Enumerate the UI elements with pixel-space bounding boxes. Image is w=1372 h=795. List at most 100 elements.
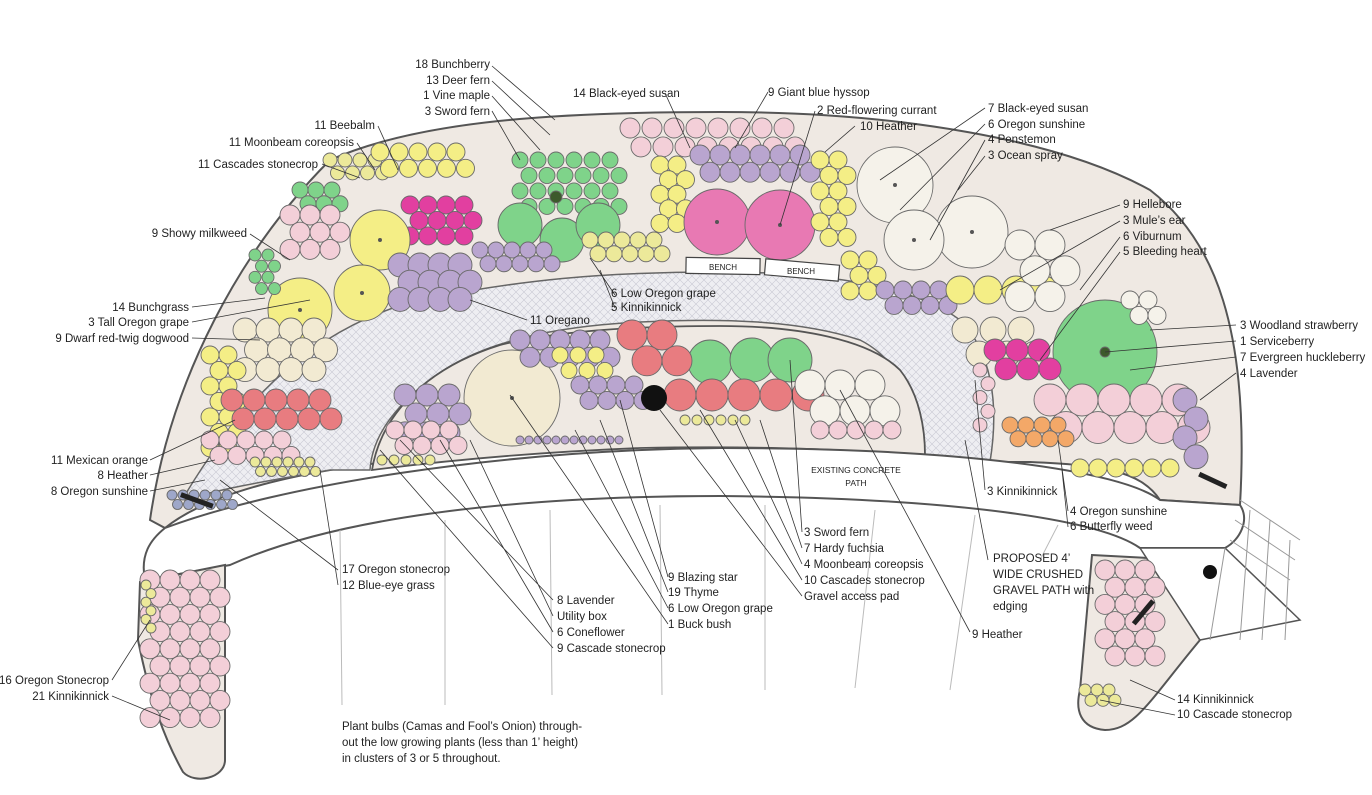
label-showy-milkweed: 9 Showy milkweed (152, 228, 247, 240)
kinnikinnick-left-leg-symbol (139, 707, 161, 729)
label-gravel-pad: Gravel access pad (804, 591, 899, 603)
thyme-symbol (560, 435, 570, 445)
moonbeam-coreopsis-symbol (437, 158, 456, 178)
butterfly-weed-symbol (1057, 430, 1075, 448)
thyme-symbol (569, 435, 579, 445)
kinnikinnick-right-leg-symbol (1094, 593, 1116, 615)
hardy-fuchsia-symbol (616, 319, 648, 351)
label-red-flowering-currant: 2 Red-flowering currant (817, 105, 937, 117)
coneflower-symbol (394, 436, 414, 455)
bulb-note: Plant bulbs (Camas and Fool’s Onion) thr… (342, 721, 582, 765)
giant-blue-hyssop-symbol (789, 144, 811, 166)
oregon-sunshine-4-symbol (1160, 458, 1180, 478)
label-black-eyed-susan-7: 7 Black-eyed susan (988, 103, 1088, 115)
label-bunchgrass: 14 Bunchgrass (112, 302, 189, 314)
label-woodland-strawberry: 3 Woodland strawberry (1240, 320, 1358, 332)
bunchberry-symbol (427, 211, 447, 230)
kinnikinnick-left-leg-symbol (199, 569, 221, 591)
dwarf-dogwood-symbol (255, 357, 281, 383)
giant-blue-hyssop-symbol (759, 161, 781, 183)
blue-eye-grass-symbol (172, 499, 183, 510)
heather-symbol (209, 446, 229, 465)
heather-9-symbol (882, 420, 902, 440)
label-kinnikinnick-21: 21 Kinnikinnick (32, 691, 109, 703)
low-oregon-grape-symbol (605, 245, 623, 263)
hellebore-symbol (945, 275, 975, 305)
deer-fern-symbol (565, 182, 583, 200)
heather-9-symbol (864, 420, 884, 440)
moonbeam-coreopsis-symbol (418, 158, 437, 178)
kinnikinnick-symbol (503, 241, 521, 259)
woodland-strawberry-symbol (1120, 290, 1140, 310)
deer-fern-symbol (583, 182, 601, 200)
blue-eye-grass-symbol (227, 499, 238, 510)
bleeding-heart-symbol (1027, 338, 1051, 362)
penstemon-symbol (929, 280, 949, 300)
mules-ear-symbol (1004, 229, 1036, 261)
mexican-orange-symbol (297, 407, 321, 431)
black-eyed-susan-right-symbol (819, 196, 839, 216)
bunchberry-symbol (400, 195, 420, 215)
penstemon-symbol (884, 296, 904, 315)
bunchberry-symbol (418, 195, 438, 215)
leader-lines (111, 65, 1237, 721)
deer-fern-symbol (529, 151, 547, 169)
label-thyme: 19 Thyme (668, 587, 719, 599)
kinnikinnick-symbol (479, 255, 497, 273)
moonbeam-inner-symbol (551, 346, 569, 364)
low-oregon-grape-symbol (645, 231, 663, 249)
penstemon-symbol (920, 296, 940, 315)
heather-top-symbol (773, 117, 795, 139)
kinnikinnick-right-symbol (980, 376, 996, 392)
oregon-stonecrop-symbol (266, 466, 277, 477)
heather-top-symbol (630, 136, 652, 158)
kinnikinnick-right-leg-symbol (1114, 559, 1136, 581)
label-coneflower: 6 Coneflower (557, 627, 625, 639)
mexican-orange-symbol (319, 407, 343, 431)
dwarf-dogwood-symbol (313, 337, 338, 363)
beebalm-symbol (323, 181, 341, 199)
showy-milkweed-symbol (289, 221, 311, 243)
bunchgrass-symbol (268, 282, 281, 295)
kinnikinnick-right-symbol (972, 417, 988, 433)
giant-blue-hyssop-symbol (739, 161, 761, 183)
heather-top-symbol (641, 117, 663, 139)
deer-fern-symbol (556, 167, 574, 184)
oregon-sunshine-right-symbol (858, 250, 878, 270)
evergreen-huckleberry-symbol (1113, 411, 1147, 444)
cascades-stonecrop-symbol (352, 152, 368, 168)
giant-blue-hyssop-symbol (719, 161, 741, 183)
heather-inner-symbol (824, 369, 856, 401)
cascade-stonecrop-inner-symbol (376, 454, 388, 466)
oregon-sunshine-4-symbol (1124, 458, 1144, 478)
moonbeam-inner-symbol (596, 362, 614, 379)
thyme-symbol (551, 435, 561, 445)
bleeding-heart-symbol (1005, 338, 1029, 362)
heather-top-symbol (619, 117, 641, 139)
cascade-stonecrop-inner-symbol (424, 454, 436, 466)
showy-milkweed-symbol (319, 204, 341, 226)
kinnikinnick-left-leg-symbol (179, 569, 201, 591)
hardy-fuchsia-symbol (727, 378, 761, 412)
vine-maple-symbol (549, 190, 563, 204)
hardy-fuchsia-symbol (646, 319, 678, 351)
cascades-stonecrop-inner-symbol (691, 414, 703, 426)
kinnikinnick-left-leg-symbol (139, 638, 161, 660)
blue-eye-grass-symbol (166, 489, 178, 501)
black-eyed-susan-symbol (667, 184, 687, 204)
giant-blue-hyssop-symbol (689, 144, 711, 166)
label-serviceberry: 1 Serviceberry (1240, 336, 1314, 348)
mexican-orange-symbol (253, 407, 277, 431)
kinnikinnick-left-leg-symbol (199, 707, 221, 729)
kinnikinnick-left-leg-symbol (199, 603, 221, 625)
kinnikinnick-symbol (471, 241, 489, 259)
oregon-sunshine-4-symbol (1142, 458, 1162, 478)
bunchberry-symbol (454, 195, 474, 215)
label-oregon-sunshine-6: 6 Oregon sunshine (988, 119, 1085, 131)
oregon-stonecrop-symbol (249, 456, 261, 468)
lavender-inner-symbol (448, 402, 472, 426)
moonbeam-inner-symbol (587, 346, 605, 364)
oregon-stonecrop-symbol (255, 466, 266, 477)
cascade-stonecrop-leg-symbol (1102, 683, 1116, 697)
label-hellebore: 9 Hellebore (1123, 199, 1182, 211)
